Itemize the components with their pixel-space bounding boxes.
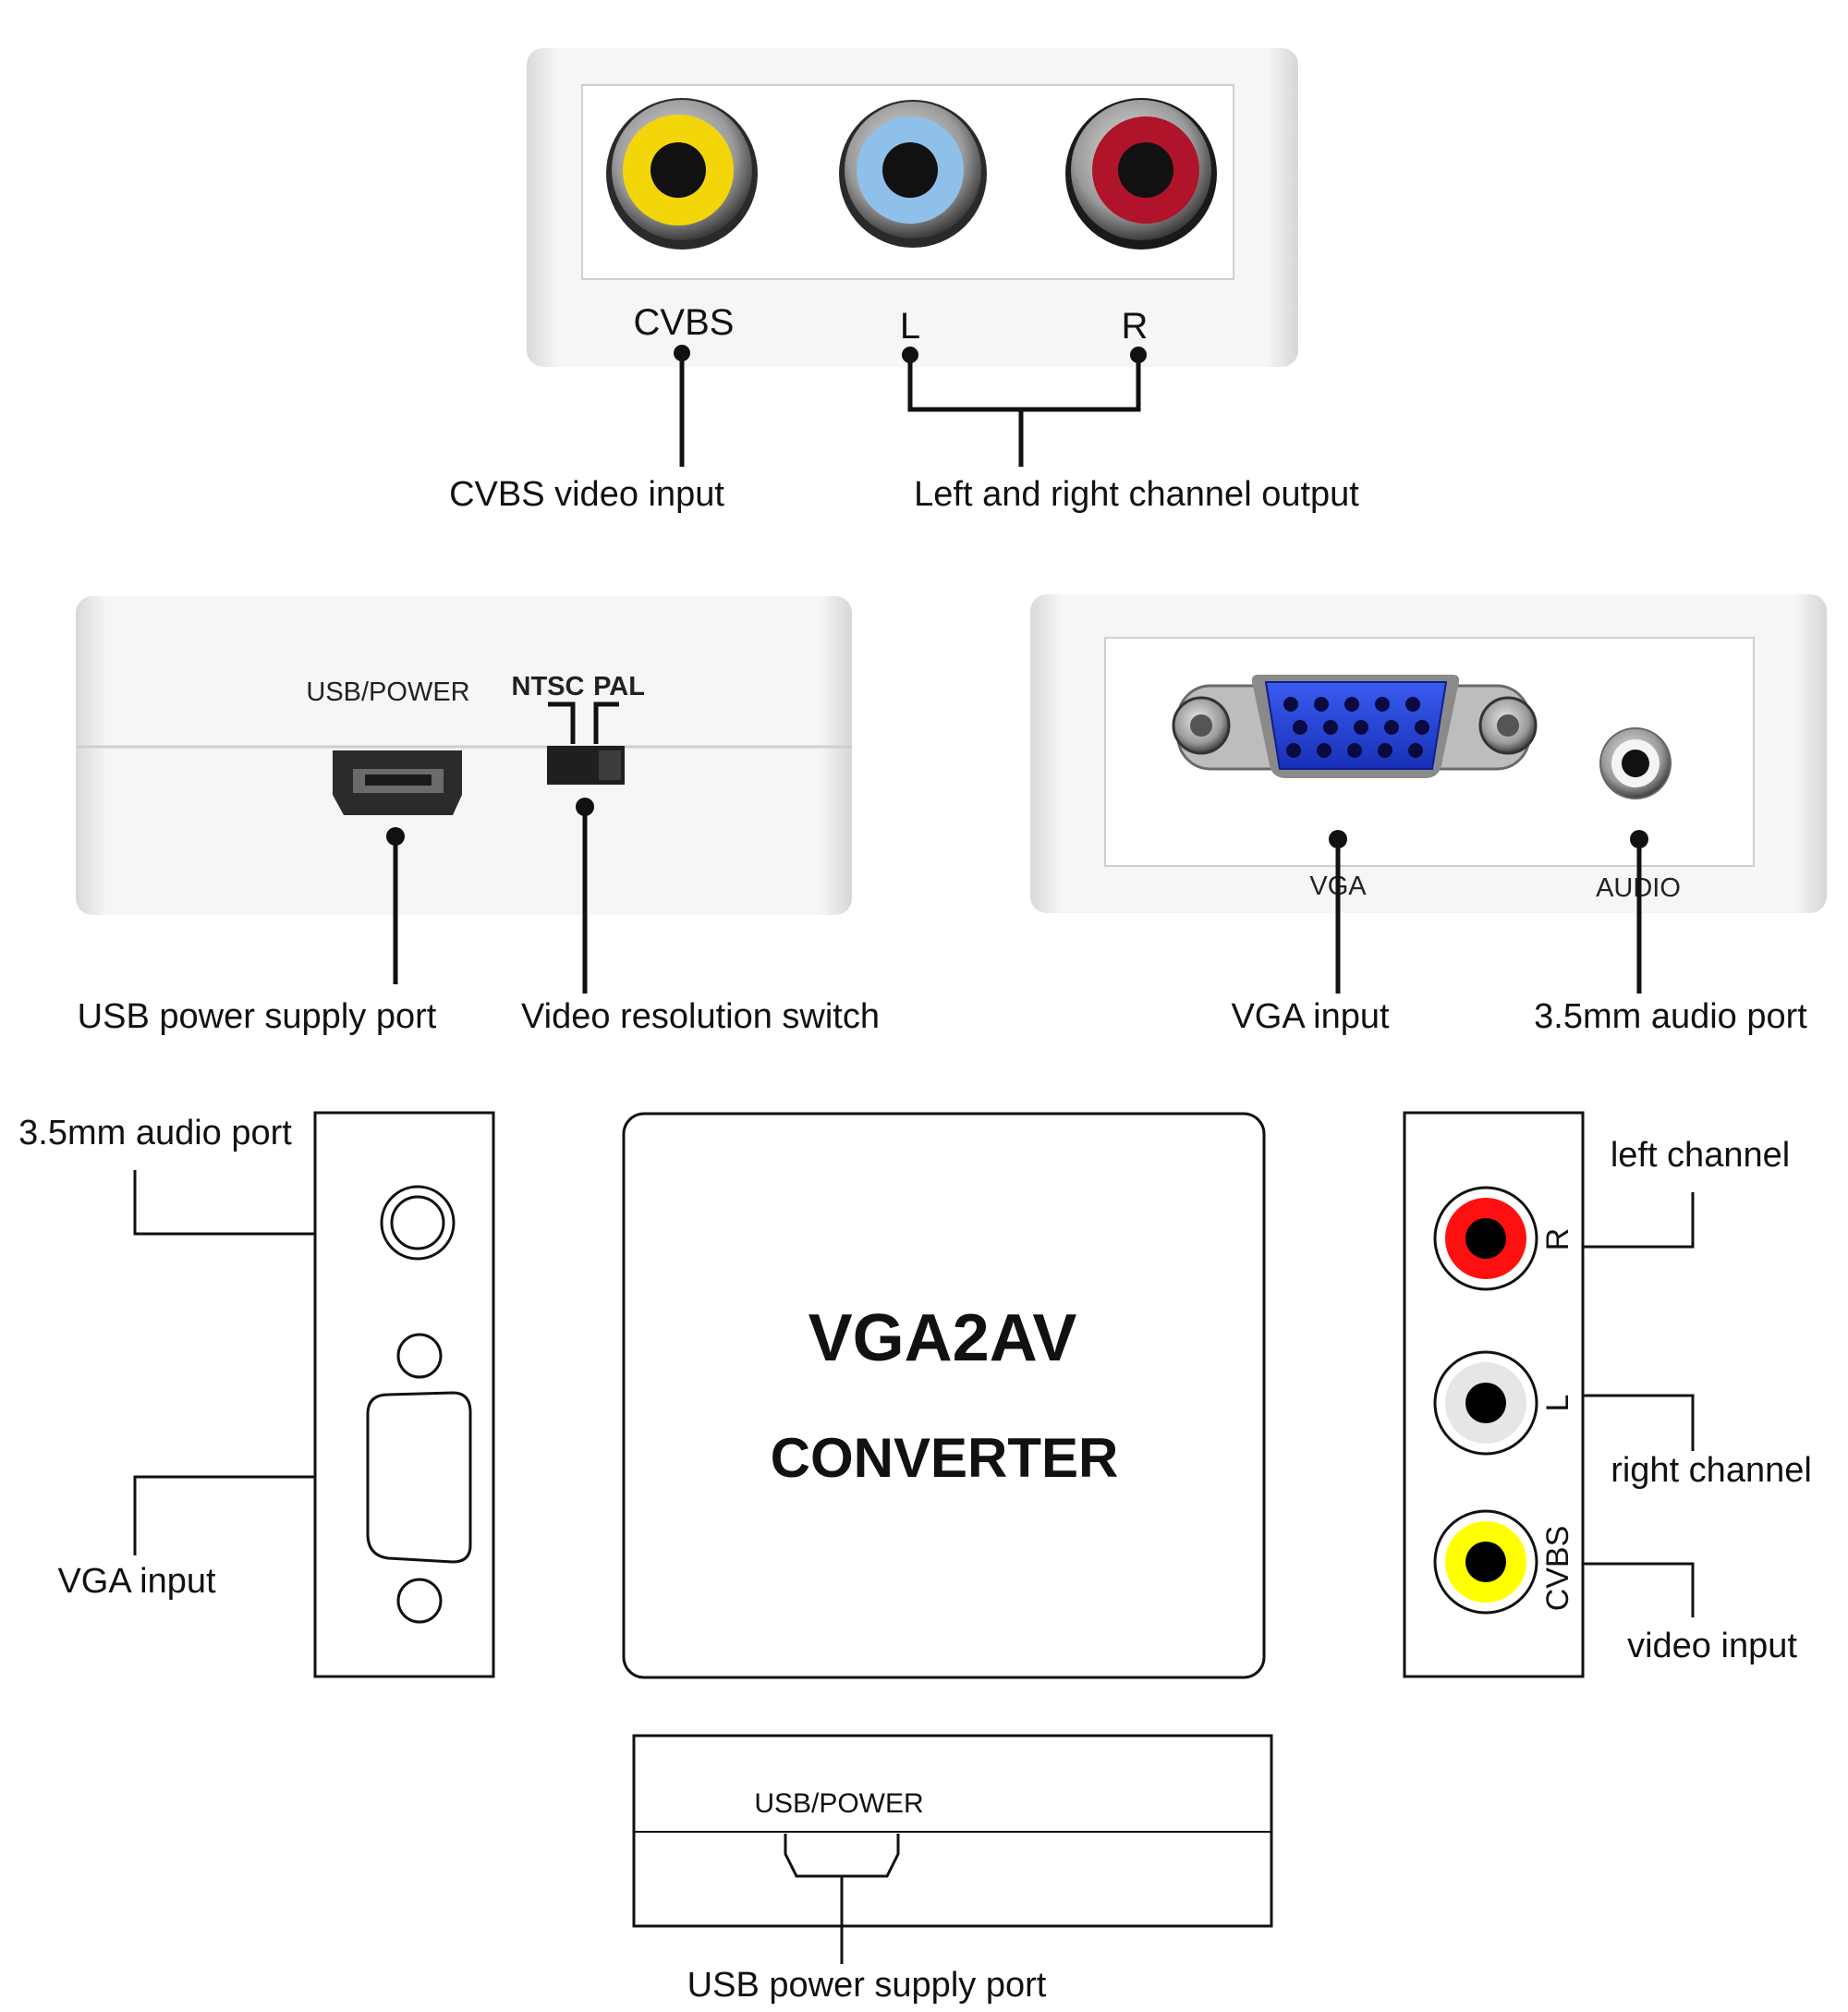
lr-channel-output-callout: Left and right channel output — [914, 475, 1359, 514]
schematic-vga-port — [366, 1391, 472, 1564]
schematic-usb-power-label: USB/POWER — [754, 1788, 923, 1819]
schematic-r-label: R — [1540, 1228, 1575, 1251]
vga-port — [1172, 675, 1538, 778]
vga-pins — [1283, 697, 1429, 758]
top-leader-lines — [674, 345, 1147, 467]
left-jack-label: L — [900, 306, 920, 347]
schematic-usb-port — [784, 1834, 900, 1878]
audio-3-5mm-jack — [1599, 727, 1672, 799]
cvbs-jack-label: CVBS — [634, 302, 735, 343]
left-side-device-photo: USB/POWER NTSC PAL — [76, 596, 852, 915]
top-device-photo: CVBS L R — [527, 48, 1298, 367]
video-input-callout: video input — [1627, 1627, 1797, 1665]
schematic-vga-screw-bottom — [396, 1578, 443, 1624]
cvbs-video-input-callout: CVBS video input — [449, 475, 724, 514]
right-side-leader-lines — [1329, 830, 1648, 994]
left-side-device-body — [76, 596, 852, 915]
mini-usb-port — [333, 750, 462, 815]
schematic-red-jack — [1433, 1186, 1538, 1291]
video-resolution-switch-callout: Video resolution switch — [521, 997, 880, 1036]
ntsc-label: NTSC — [512, 672, 585, 701]
schematic-cvbs-label: CVBS — [1540, 1526, 1575, 1612]
schematic-yellow-jack — [1433, 1509, 1538, 1615]
right-jack-label: R — [1122, 306, 1149, 347]
left-audio-rca-jack — [839, 100, 987, 248]
cvbs-rca-jack — [606, 98, 758, 250]
audio-port-callout: 3.5mm audio port — [1534, 997, 1807, 1036]
schematic-center-outline — [622, 1112, 1266, 1679]
left-channel-callout: left channel — [1611, 1136, 1790, 1175]
schematic-center-panel: VGA2AV CONVERTER — [622, 1112, 1266, 1679]
right-audio-rca-jack — [1065, 98, 1217, 250]
schematic-right-leader-lines — [1583, 1192, 1695, 1617]
schematic-white-jack — [1433, 1350, 1538, 1456]
product-subtitle: CONVERTER — [771, 1427, 1119, 1489]
right-side-device-photo: VGA AUDIO — [1030, 594, 1827, 913]
schematic-right-panel: R L CVBS — [1403, 1111, 1585, 1678]
schematic-usb-supply-callout: USB power supply port — [687, 1966, 1047, 2005]
left-side-leader-lines — [386, 798, 594, 994]
schematic-l-label: L — [1540, 1395, 1575, 1412]
schematic-audio-jack — [380, 1185, 456, 1261]
schematic-bottom-panel: USB/POWER — [632, 1734, 1273, 1964]
pal-label: PAL — [593, 672, 645, 701]
schematic-vga-input-callout: VGA input — [57, 1562, 216, 1601]
product-title: VGA2AV — [808, 1301, 1077, 1375]
ntsc-pal-slide-switch — [547, 746, 625, 785]
schematic-vga-screw-top — [396, 1333, 443, 1379]
schematic-audio-port-callout: 3.5mm audio port — [18, 1114, 292, 1152]
vga-input-callout: VGA input — [1231, 997, 1390, 1036]
schematic-left-panel — [313, 1111, 495, 1678]
right-channel-callout: right channel — [1611, 1451, 1812, 1490]
schematic-left-leader-lines — [133, 1170, 315, 1555]
usb-power-supply-callout: USB power supply port — [78, 997, 437, 1036]
usb-power-port-label: USB/POWER — [306, 677, 469, 707]
